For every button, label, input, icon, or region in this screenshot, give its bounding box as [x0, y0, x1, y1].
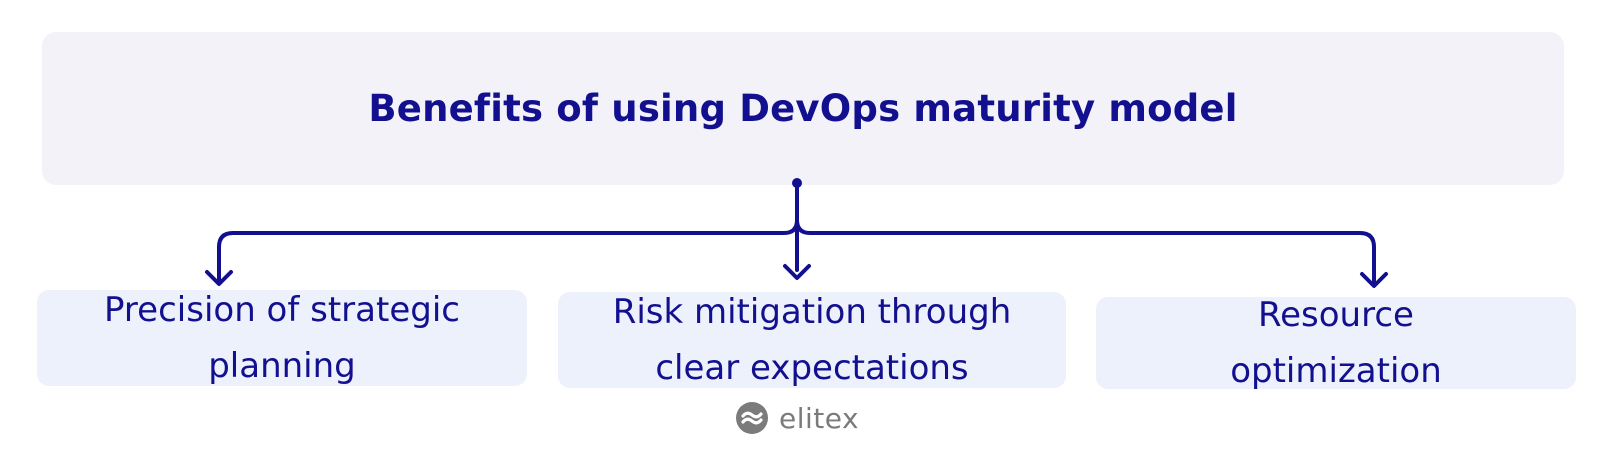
benefit-card-2: Risk mitigation through clear expectatio…	[558, 292, 1066, 388]
elitex-logo: elitex	[735, 398, 859, 438]
elitex-logo-icon	[736, 402, 768, 434]
benefit-card-1-line-2: planning	[208, 346, 356, 386]
arrowhead-left	[205, 270, 233, 286]
benefit-card-2-line-1: Risk mitigation through	[612, 292, 1012, 332]
branch-left	[217, 218, 799, 284]
title-box: Benefits of using DevOps maturity model	[42, 32, 1564, 185]
branch-right	[795, 218, 1376, 286]
arrowhead-middle	[783, 264, 811, 280]
benefit-card-3-text: Resource optimization	[1230, 287, 1442, 399]
benefit-card-3-line-2: optimization	[1230, 351, 1442, 391]
benefit-card-3-line-1: Resource	[1258, 295, 1414, 335]
diagram-title: Benefits of using DevOps maturity model	[368, 87, 1238, 130]
benefit-card-1-line-1: Precision of strategic	[104, 290, 460, 330]
arrowhead-right	[1360, 272, 1388, 288]
benefit-card-2-text: Risk mitigation through clear expectatio…	[613, 284, 1012, 396]
logo-text: elitex	[779, 401, 860, 435]
benefit-card-1: Precision of strategic planning	[37, 290, 527, 386]
benefit-card-3: Resource optimization	[1096, 295, 1576, 391]
benefit-card-1-text: Precision of strategic planning	[104, 282, 460, 394]
benefit-card-2-line-2: clear expectations	[655, 348, 969, 388]
